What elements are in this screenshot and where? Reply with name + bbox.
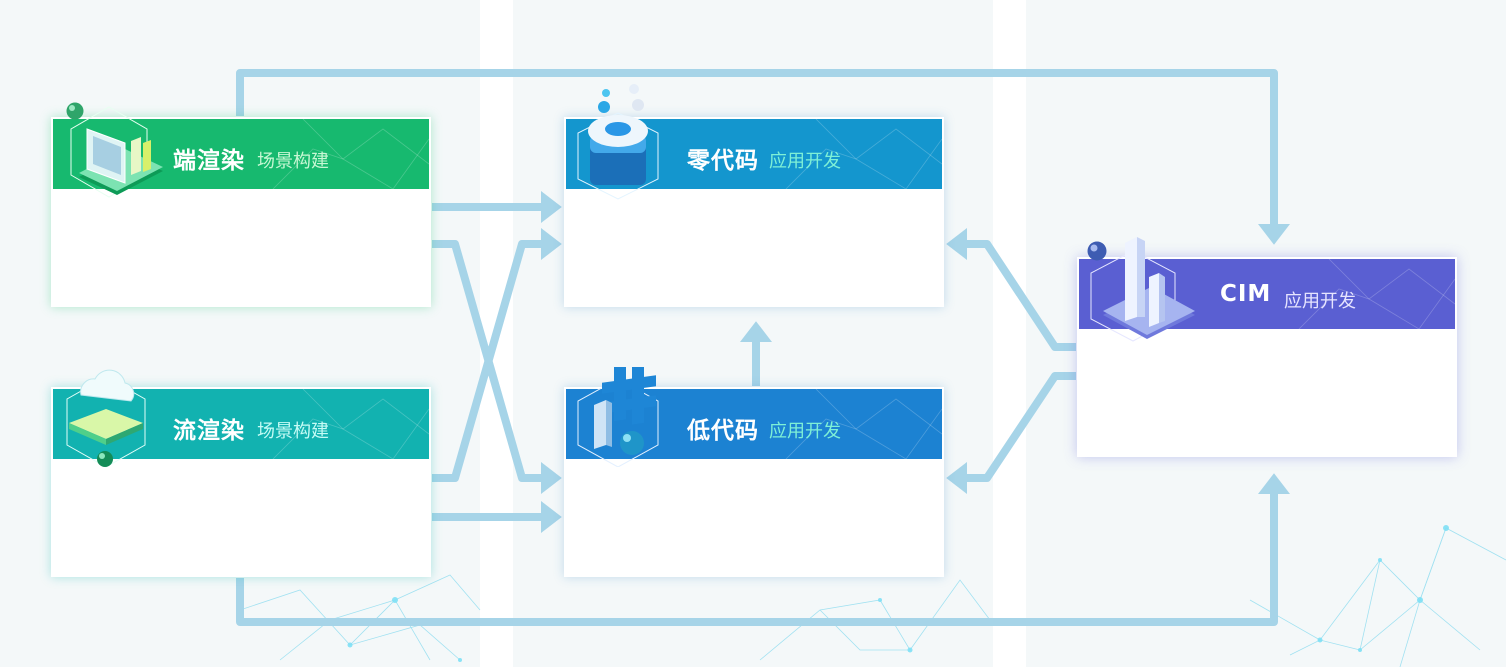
node-zero-code-title: 零代码: [687, 148, 759, 174]
node-end-render-title: 端渲染: [173, 148, 245, 174]
green-orb-icon: [66, 102, 84, 120]
node-low-code-subtitle: 应用开发: [769, 421, 841, 442]
gear-cube-icon: [577, 84, 659, 200]
node-stream-render-subtitle: 场景构建: [257, 421, 329, 442]
node-zero-code-body: [564, 189, 944, 307]
cloud-platform-icon: [66, 369, 146, 468]
header-mesh-decoration: [785, 389, 942, 459]
node-cim-body: [1077, 329, 1457, 457]
edge-stream-render-to-cim: [236, 473, 1290, 626]
header-mesh-decoration: [272, 119, 429, 189]
node-cim-subtitle: 应用开发: [1284, 291, 1356, 312]
city-buildings-icon: [1090, 237, 1195, 342]
monitor-icon: [70, 106, 163, 198]
node-stream-render-title: 流渲染: [173, 418, 245, 444]
node-end-render[interactable]: 端渲染 场景构建: [51, 102, 431, 307]
header-mesh-decoration: [785, 119, 942, 189]
edge-cim-to-zero-code: [946, 228, 1076, 351]
node-low-code[interactable]: 低代码 应用开发: [564, 367, 944, 577]
node-stream-render-body: [51, 459, 431, 577]
edge-cim-to-low-code: [946, 372, 1076, 494]
edge-stream-render-to-zero-code: [432, 228, 562, 482]
header-mesh-decoration: [1298, 259, 1455, 329]
node-zero-code-subtitle: 应用开发: [769, 151, 841, 172]
node-end-render-subtitle: 场景构建: [257, 151, 329, 172]
node-cim-title: CIM: [1220, 281, 1272, 307]
node-zero-code[interactable]: 零代码 应用开发: [564, 84, 944, 307]
node-low-code-title: 低代码: [687, 418, 759, 444]
node-end-render-body: [51, 189, 431, 307]
edge-end-render-to-cim: [236, 69, 1290, 245]
header-mesh-decoration: [272, 389, 429, 459]
node-cim[interactable]: CIM 应用开发: [1077, 237, 1457, 457]
node-low-code-body: [564, 459, 944, 577]
hash-cube-icon: [577, 367, 659, 467]
blue-orb-icon: [1087, 241, 1107, 261]
node-stream-render[interactable]: 流渲染 场景构建: [51, 369, 431, 577]
